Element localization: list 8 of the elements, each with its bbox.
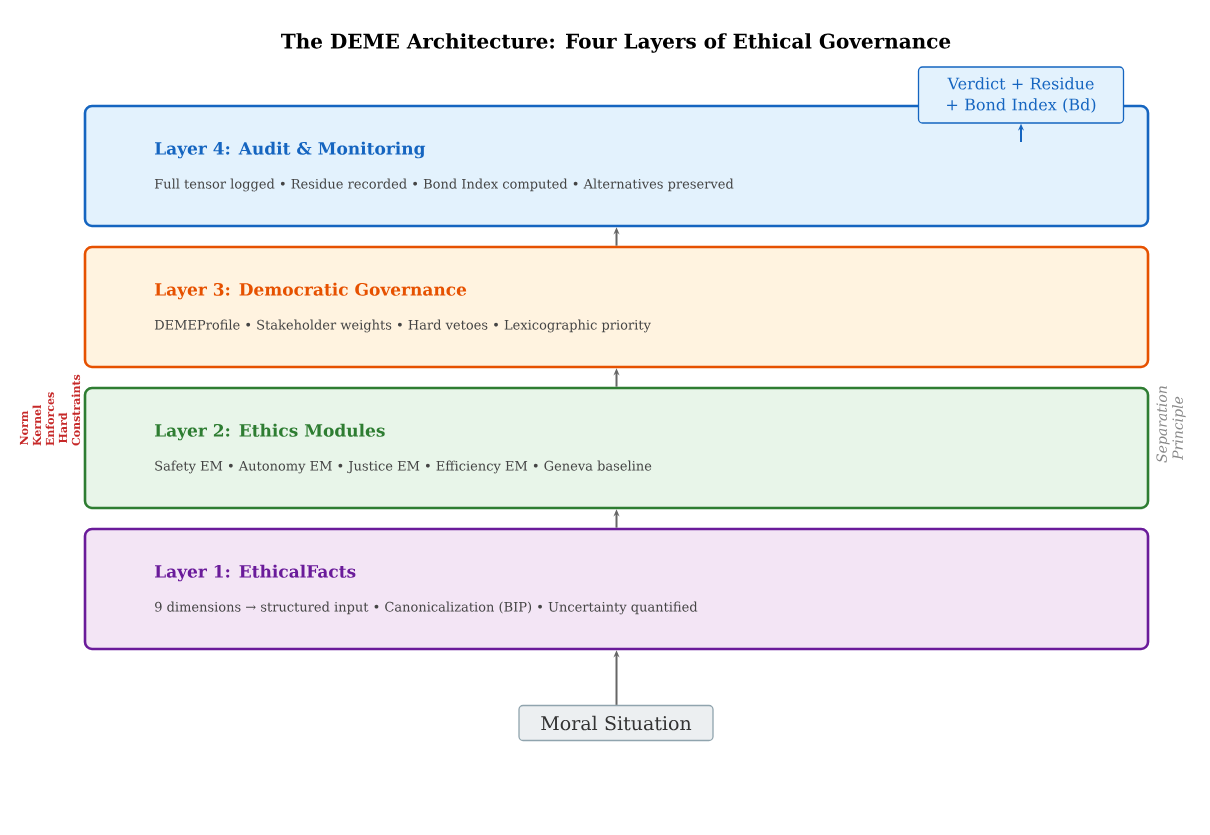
diagram-title: The DEME Architecture: Four Layers of Ethical Governance [281, 33, 951, 53]
input-box: Moral Situation [518, 704, 714, 742]
layer-box: Layer 2: Ethics Modules Safety EM • Autonomy EM • Justice EM • Efficiency EM • Geneva baseline [83, 386, 1150, 510]
side-label: Norm Kernel Enforces Hard Constraints [19, 374, 81, 446]
output-box: Verdict + Residue + Bond Index (Bd) [917, 66, 1125, 124]
layer-box: Layer 3: Democratic Governance DEMEProfile • Stakeholder weights • Hard vetoes • Lexicographic priority [83, 245, 1150, 369]
layer-box: Layer 1: EthicalFacts 9 dimensions → structured input • Canonicalization (BIP) • Uncertainty quantified [83, 527, 1150, 651]
side-label: Separation Principle [1156, 386, 1186, 463]
